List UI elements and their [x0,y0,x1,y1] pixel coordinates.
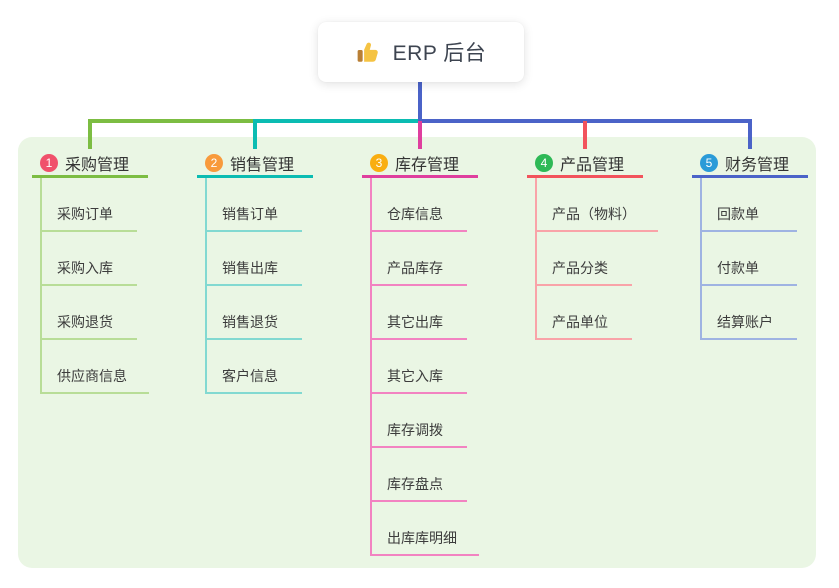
child-node-row: 结算账户 [702,286,797,340]
child-node-row: 采购订单 [42,178,149,232]
child-node-row: 采购入库 [42,232,149,286]
child-node[interactable]: 库存盘点 [372,474,467,502]
branch-children-list: 采购订单采购入库采购退货供应商信息 [40,178,149,394]
branch-number-badge: 2 [205,154,223,172]
child-node[interactable]: 销售退货 [207,312,302,340]
child-node[interactable]: 客户信息 [207,366,302,394]
branch-children-list: 仓库信息产品库存其它出库其它入库库存调拨库存盘点出库库明细 [370,178,479,556]
thumbs-up-icon [356,39,382,65]
child-node[interactable]: 结算账户 [702,312,797,340]
branch-column-2: 2 销售管理销售订单销售出库销售退货客户信息 [197,151,313,394]
connector-horizontal-segment [88,119,253,123]
branch-node-label: 销售管理 [230,157,295,174]
branch-node-4[interactable]: 4 产品管理 [527,151,643,178]
branch-column-4: 4 产品管理产品（物料） 产品分类产品单位 [527,151,658,340]
child-node-row: 销售订单 [207,178,302,232]
branch-column-1: 1 采购管理采购订单采购入库采购退货供应商信息 [32,151,149,394]
branch-column-5: 5 财务管理回款单付款单结算账户 [692,151,808,340]
child-node[interactable]: 回款单 [702,204,797,232]
child-node[interactable]: 采购退货 [42,312,137,340]
child-node[interactable]: 出库库明细 [372,528,479,556]
child-node[interactable]: 销售出库 [207,258,302,286]
child-node[interactable]: 库存调拨 [372,420,467,448]
root-node-label: ERP 后台 [392,42,487,65]
branch-column-3: 3 库存管理仓库信息产品库存其它出库其它入库库存调拨库存盘点出库库明细 [362,151,479,556]
child-node-row: 回款单 [702,178,797,232]
child-node[interactable]: 产品库存 [372,258,467,286]
child-node[interactable]: 产品分类 [537,258,632,286]
branch-children-list: 回款单付款单结算账户 [700,178,797,340]
child-node-row: 仓库信息 [372,178,479,232]
child-node[interactable]: 采购订单 [42,204,137,232]
connector-drop-line [583,121,587,149]
child-node[interactable]: 其它入库 [372,366,467,394]
branch-number-badge: 4 [535,154,553,172]
branch-children-list: 产品（物料） 产品分类产品单位 [535,178,658,340]
branches-panel [18,137,816,568]
branch-node-label: 采购管理 [65,157,130,174]
branch-number-badge: 5 [700,154,718,172]
child-node[interactable]: 其它出库 [372,312,467,340]
child-node-row: 库存调拨 [372,394,479,448]
root-stem-line [418,82,422,121]
child-node[interactable]: 供应商信息 [42,366,149,394]
branch-node-1[interactable]: 1 采购管理 [32,151,148,178]
connector-drop-line [253,121,257,149]
connector-horizontal-segment [253,119,418,123]
child-node-row: 库存盘点 [372,448,479,502]
branch-number-badge: 3 [370,154,388,172]
branch-node-label: 产品管理 [560,157,625,174]
child-node-row: 付款单 [702,232,797,286]
child-node-row: 产品单位 [537,286,658,340]
child-node-row: 销售出库 [207,232,302,286]
child-node[interactable]: 仓库信息 [372,204,467,232]
branch-node-label: 库存管理 [395,157,460,174]
child-node-row: 其它入库 [372,340,479,394]
connector-drop-line [748,121,752,149]
child-node-row: 产品分类 [537,232,658,286]
branch-node-label: 财务管理 [725,157,790,174]
child-node-row: 客户信息 [207,340,302,394]
child-node-row: 产品库存 [372,232,479,286]
child-node-row: 采购退货 [42,286,149,340]
child-node[interactable]: 采购入库 [42,258,137,286]
branch-children-list: 销售订单销售出库销售退货客户信息 [205,178,302,394]
branch-node-3[interactable]: 3 库存管理 [362,151,478,178]
branch-number-badge: 1 [40,154,58,172]
child-node-row: 供应商信息 [42,340,149,394]
child-node[interactable]: 产品（物料） [537,204,658,232]
child-node-row: 产品（物料） [537,178,658,232]
branch-node-5[interactable]: 5 财务管理 [692,151,808,178]
child-node[interactable]: 产品单位 [537,312,632,340]
child-node[interactable]: 销售订单 [207,204,302,232]
root-node[interactable]: ERP 后台 [318,22,524,82]
child-node[interactable]: 付款单 [702,258,797,286]
child-node-row: 其它出库 [372,286,479,340]
child-node-row: 销售退货 [207,286,302,340]
connector-drop-line [88,121,92,149]
branch-node-2[interactable]: 2 销售管理 [197,151,313,178]
connector-drop-line [418,121,422,149]
child-node-row: 出库库明细 [372,502,479,556]
